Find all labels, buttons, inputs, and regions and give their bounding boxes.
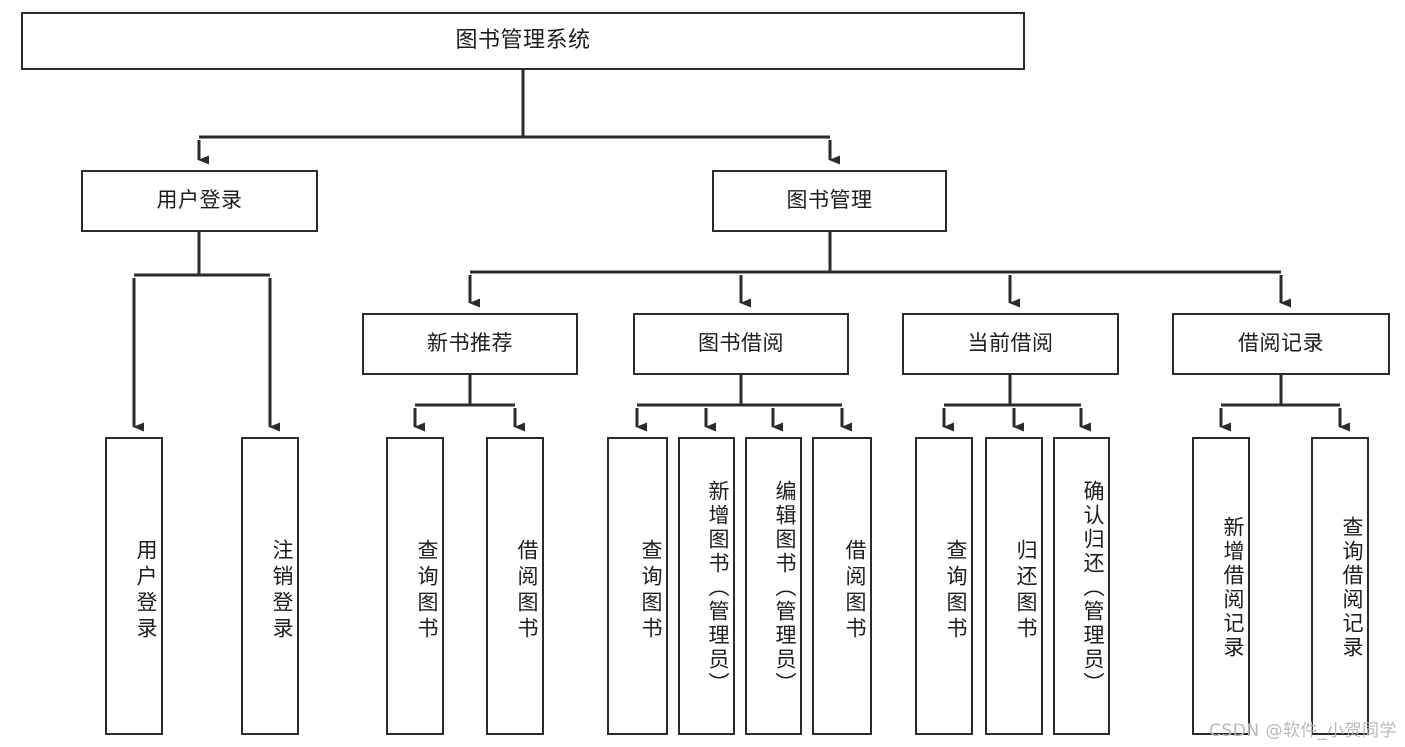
leaf-current-confirm-return-admin[interactable]: 确认归还（管理员） xyxy=(1053,437,1110,735)
leaf-current-return-book[interactable]: 归还图书 xyxy=(985,437,1043,735)
node-borrow-record[interactable]: 借阅记录 xyxy=(1172,313,1390,375)
node-book-borrow[interactable]: 图书借阅 xyxy=(633,313,849,375)
node-root-system[interactable]: 图书管理系统 xyxy=(21,12,1025,70)
node-book-manage[interactable]: 图书管理 xyxy=(712,170,947,232)
leaf-recommend-borrow-book[interactable]: 借阅图书 xyxy=(486,437,544,735)
leaf-borrow-borrow-book[interactable]: 借阅图书 xyxy=(812,437,872,735)
csdn-watermark: CSDN @软件_小贺同学 xyxy=(1209,721,1397,741)
leaf-borrow-edit-book-admin[interactable]: 编辑图书（管理员） xyxy=(745,437,802,735)
leaf-user-logout[interactable]: 注销登录 xyxy=(241,437,299,735)
leaf-current-query-book[interactable]: 查询图书 xyxy=(915,437,973,735)
leaf-recommend-query-book[interactable]: 查询图书 xyxy=(386,437,444,735)
leaf-borrow-add-book-admin[interactable]: 新增图书（管理员） xyxy=(678,437,735,735)
node-new-book-recommend[interactable]: 新书推荐 xyxy=(362,313,578,375)
leaf-borrow-query-book[interactable]: 查询图书 xyxy=(607,437,668,735)
leaf-record-query-borrow-record[interactable]: 查询借阅记录 xyxy=(1311,437,1369,735)
leaf-record-add-borrow-record[interactable]: 新增借阅记录 xyxy=(1192,437,1250,735)
node-user-login[interactable]: 用户登录 xyxy=(81,170,318,232)
node-current-borrow[interactable]: 当前借阅 xyxy=(902,313,1119,375)
leaf-user-login[interactable]: 用户登录 xyxy=(105,437,163,735)
